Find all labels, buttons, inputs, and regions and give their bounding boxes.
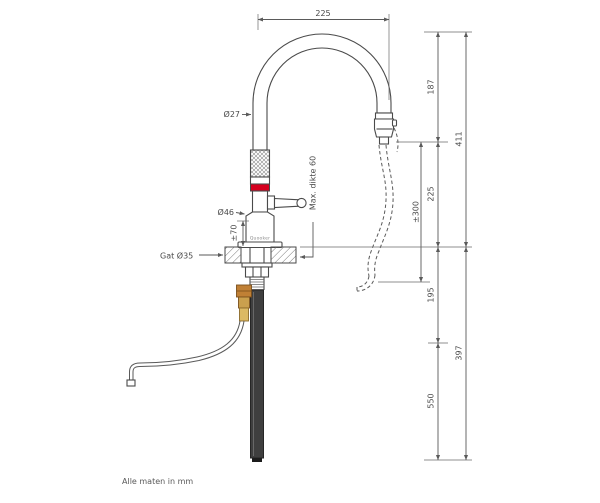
- leader-max-thickness: [299, 222, 314, 260]
- dim-label-body-height: ±70: [230, 225, 239, 242]
- under-counter-assembly: [126, 247, 273, 462]
- grip-ring-knurled: [249, 149, 271, 178]
- callout-label-body-diameter: Ø46: [218, 207, 234, 217]
- body-tube: [251, 190, 269, 213]
- brass-coupling: [239, 307, 249, 322]
- hose-swivel-mark: [393, 127, 399, 153]
- dim-label-225-right: 225: [427, 186, 436, 201]
- collar-ring: [249, 176, 271, 185]
- spray-head-outlet: [378, 136, 390, 145]
- countertop-left-block: [224, 246, 242, 264]
- dimension-top-width: 225: [257, 9, 390, 100]
- supply-pipe-bundle: [250, 289, 264, 459]
- callout-label-max-thickness: Max. dikte 60: [309, 156, 318, 210]
- supply-hose-upper-line: [129, 320, 241, 380]
- dim-label-top-width: 225: [315, 9, 330, 18]
- flexible-supply-hose: [126, 320, 245, 387]
- callout-max-counter-thickness: Max. dikte 60: [299, 156, 318, 260]
- callout-hole-diameter: Gat Ø35: [160, 251, 224, 261]
- dimension-body-height: ±70: [230, 220, 249, 247]
- supply-hose-lower-line: [132, 320, 245, 380]
- handle-lever: [266, 195, 307, 210]
- callout-label-spout-diameter: Ø27: [224, 109, 240, 119]
- spout-arc-outer: [252, 33, 392, 150]
- countertop-section: [224, 246, 297, 264]
- supply-pipe-end-cap: [252, 458, 262, 462]
- handle-knob: [296, 197, 307, 209]
- supply-hose-end-fitting: [126, 379, 136, 387]
- mounting-washer: [241, 262, 273, 268]
- faucet-assembly: Quooker: [237, 33, 398, 249]
- dimension-annotations: 225 Ø27 Ø46 ±70 Max. dikte 60 Gat Ø35: [160, 9, 472, 461]
- spray-head-collar: [374, 112, 394, 120]
- faucet-body: Quooker: [237, 149, 283, 249]
- dimension-column-outer: 411 397: [455, 31, 469, 461]
- countertop-right-block: [270, 246, 297, 264]
- dim-label-195: 195: [427, 287, 436, 302]
- handle-hub: [266, 195, 276, 210]
- dim-label-187: 187: [427, 79, 436, 94]
- dim-label-397: 397: [455, 345, 464, 360]
- leader-body-diameter: [235, 211, 245, 216]
- base-plate: [237, 241, 283, 249]
- callout-body-diameter: Ø46: [218, 207, 245, 217]
- dim-label-411: 411: [455, 131, 464, 146]
- callout-label-hole-diameter: Gat Ø35: [160, 251, 193, 261]
- dimension-hose-extension: ±300: [378, 141, 430, 283]
- handle-arm: [273, 197, 300, 209]
- red-indicator-band: [250, 183, 270, 192]
- brass-adapter: [238, 296, 250, 309]
- spout-arc-inner: [266, 47, 378, 150]
- hose-end-curl-right: [356, 274, 376, 292]
- dim-label-hose-extension: ±300: [412, 201, 421, 223]
- dimension-column-inner: 187 225 195 550: [427, 31, 441, 461]
- right-extension-lines: [300, 31, 472, 461]
- units-note: Alle maten in mm: [122, 477, 193, 486]
- spray-head-button: [391, 119, 398, 127]
- brand-logo-text: Quooker: [250, 236, 270, 242]
- mounting-nut: [244, 266, 270, 278]
- connection-fittings: [236, 284, 252, 322]
- pullout-hose-extended: [356, 127, 399, 292]
- spray-head-body: [373, 118, 395, 138]
- hose-dashed-left: [367, 144, 387, 277]
- callout-spout-diameter: Ø27: [224, 109, 252, 119]
- dim-label-550: 550: [427, 393, 436, 408]
- spray-head: [373, 112, 398, 145]
- hose-end-curl-left: [356, 275, 370, 288]
- threaded-shank: [249, 277, 265, 290]
- hose-dashed-right: [374, 144, 394, 276]
